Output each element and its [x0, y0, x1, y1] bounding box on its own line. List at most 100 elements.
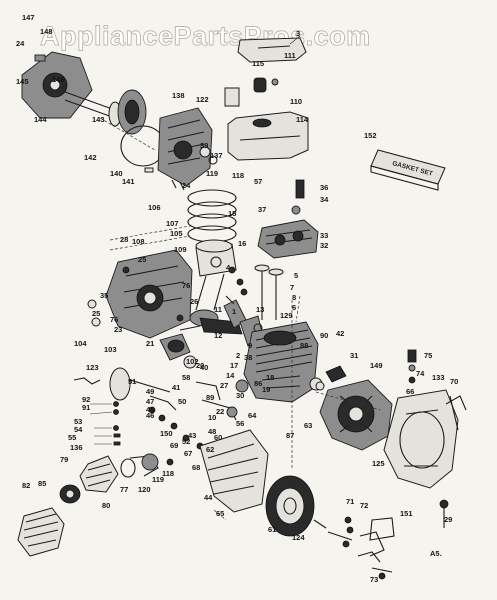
part-callout-122: 122: [196, 95, 209, 104]
part-callout-90: 90: [320, 331, 328, 340]
part-callout-85: 85: [38, 479, 46, 488]
part-callout-57: 57: [254, 177, 262, 186]
part-callout-7: 7: [290, 283, 294, 292]
part-callout-20: 20: [196, 361, 204, 370]
watermark: AppliancePartsPros.com: [40, 21, 371, 51]
part-callout-47: 47: [146, 397, 154, 406]
bottom-linkage-group: [342, 516, 395, 580]
part-callout-45: 45: [146, 405, 154, 414]
part-callout-89: 89: [206, 393, 214, 402]
part-callout-110: 110: [290, 97, 302, 106]
corner-mark: A5.: [430, 549, 442, 558]
cylinder-head-group: [257, 179, 319, 259]
part-callout-32: 32: [320, 241, 328, 250]
part-callout-17: 17: [230, 361, 238, 370]
baffle-group: [199, 429, 269, 521]
part-callout-36: 36: [320, 183, 328, 192]
part-callout-19: 19: [262, 385, 270, 394]
part-callout-137: 137: [210, 151, 223, 160]
part-callout-4: 4: [226, 263, 231, 272]
part-callout-146: 146: [52, 75, 65, 84]
part-callout-37: 37: [258, 205, 266, 214]
part-callout-75: 75: [424, 351, 432, 360]
part-callout-13: 13: [256, 305, 264, 314]
part-callout-123: 123: [86, 363, 99, 372]
recoil-starter-group: [21, 51, 166, 167]
part-callout-64: 64: [248, 411, 257, 420]
part-callout-151: 151: [400, 509, 413, 518]
part-callout-23: 23: [114, 325, 122, 334]
part-callout-10: 10: [208, 413, 216, 422]
part-callout-76: 76: [110, 315, 118, 324]
part-callout-111: 111: [284, 51, 296, 60]
part-callout-3: 3: [296, 29, 300, 38]
governor-group: [73, 333, 249, 450]
part-callout-77: 77: [120, 485, 128, 494]
part-callout-34: 34: [320, 195, 329, 204]
part-callout-21: 21: [146, 339, 154, 348]
part-callout-63: 63: [304, 421, 312, 430]
part-callout-58: 58: [182, 373, 190, 382]
part-callout-65: 65: [216, 509, 224, 518]
muffler-group: [17, 453, 174, 557]
part-callout-102: 102: [186, 357, 199, 366]
part-callout-148: 148: [40, 27, 53, 36]
part-callout-124: 124: [292, 533, 305, 542]
valve-group: [225, 264, 284, 320]
part-callout-118: 118: [162, 469, 174, 478]
part-callout-61: 61: [268, 525, 276, 534]
part-callout-33: 33: [320, 231, 328, 240]
part-callout-108: 108: [132, 237, 145, 246]
part-callout-82: 82: [22, 481, 30, 490]
part-callout-14: 14: [226, 371, 235, 380]
part-callout-5: 5: [294, 271, 298, 280]
part-callout-119: 119: [152, 475, 164, 484]
flywheel-housing-group: [144, 107, 218, 191]
part-callout-56: 56: [236, 419, 244, 428]
part-callout-66: 66: [406, 387, 414, 396]
part-callout-115: 115: [252, 59, 264, 68]
part-callout-15: 15: [228, 209, 236, 218]
part-callout-104: 104: [74, 339, 87, 348]
part-callout-91: 91: [82, 403, 90, 412]
part-callout-145: 145: [16, 77, 29, 86]
part-callout-48: 48: [208, 427, 216, 436]
part-callout-40: 40: [200, 363, 208, 372]
part-callout-28: 28: [120, 235, 128, 244]
part-callout-39: 39: [200, 141, 208, 150]
part-callout-141: 141: [122, 177, 135, 186]
part-callout-107: 107: [166, 219, 179, 228]
part-callout-25: 25: [92, 309, 100, 318]
part-callout-109: 109: [174, 245, 187, 254]
part-callout-106: 106: [148, 203, 161, 212]
part-callout-31: 31: [350, 351, 358, 360]
part-callout-60: 60: [214, 433, 222, 442]
part-callout-46: 46: [146, 411, 154, 420]
part-callout-69: 69: [170, 441, 178, 450]
part-callout-35: 35: [100, 291, 108, 300]
part-callout-140: 140: [110, 169, 123, 178]
part-callout-12: 12: [214, 331, 222, 340]
part-callout-51: 51: [128, 377, 136, 386]
gasket-set-box: GASKET SET: [370, 149, 446, 191]
part-callout-11: 11: [214, 305, 222, 314]
part-callout-22: 22: [216, 407, 224, 416]
part-callout-41: 41: [172, 383, 180, 392]
small-parts-left: [89, 401, 121, 446]
part-callout-70: 70: [450, 377, 458, 386]
part-callout-42: 42: [336, 329, 344, 338]
part-callout-52: 52: [182, 437, 190, 446]
right-bolts-group: [315, 349, 459, 528]
part-callout-24: 24: [16, 39, 25, 48]
part-callout-144: 144: [34, 115, 47, 124]
part-callout-71: 71: [346, 497, 354, 506]
part-callout-150: 150: [160, 429, 173, 438]
part-callout-147: 147: [22, 13, 35, 22]
part-callout-26: 26: [190, 297, 198, 306]
part-callout-62: 62: [206, 445, 214, 454]
part-callout-72: 72: [360, 501, 368, 510]
part-callout-73: 73: [370, 575, 378, 584]
part-callout-27: 27: [220, 381, 228, 390]
part-callout-43: 43: [188, 431, 196, 440]
